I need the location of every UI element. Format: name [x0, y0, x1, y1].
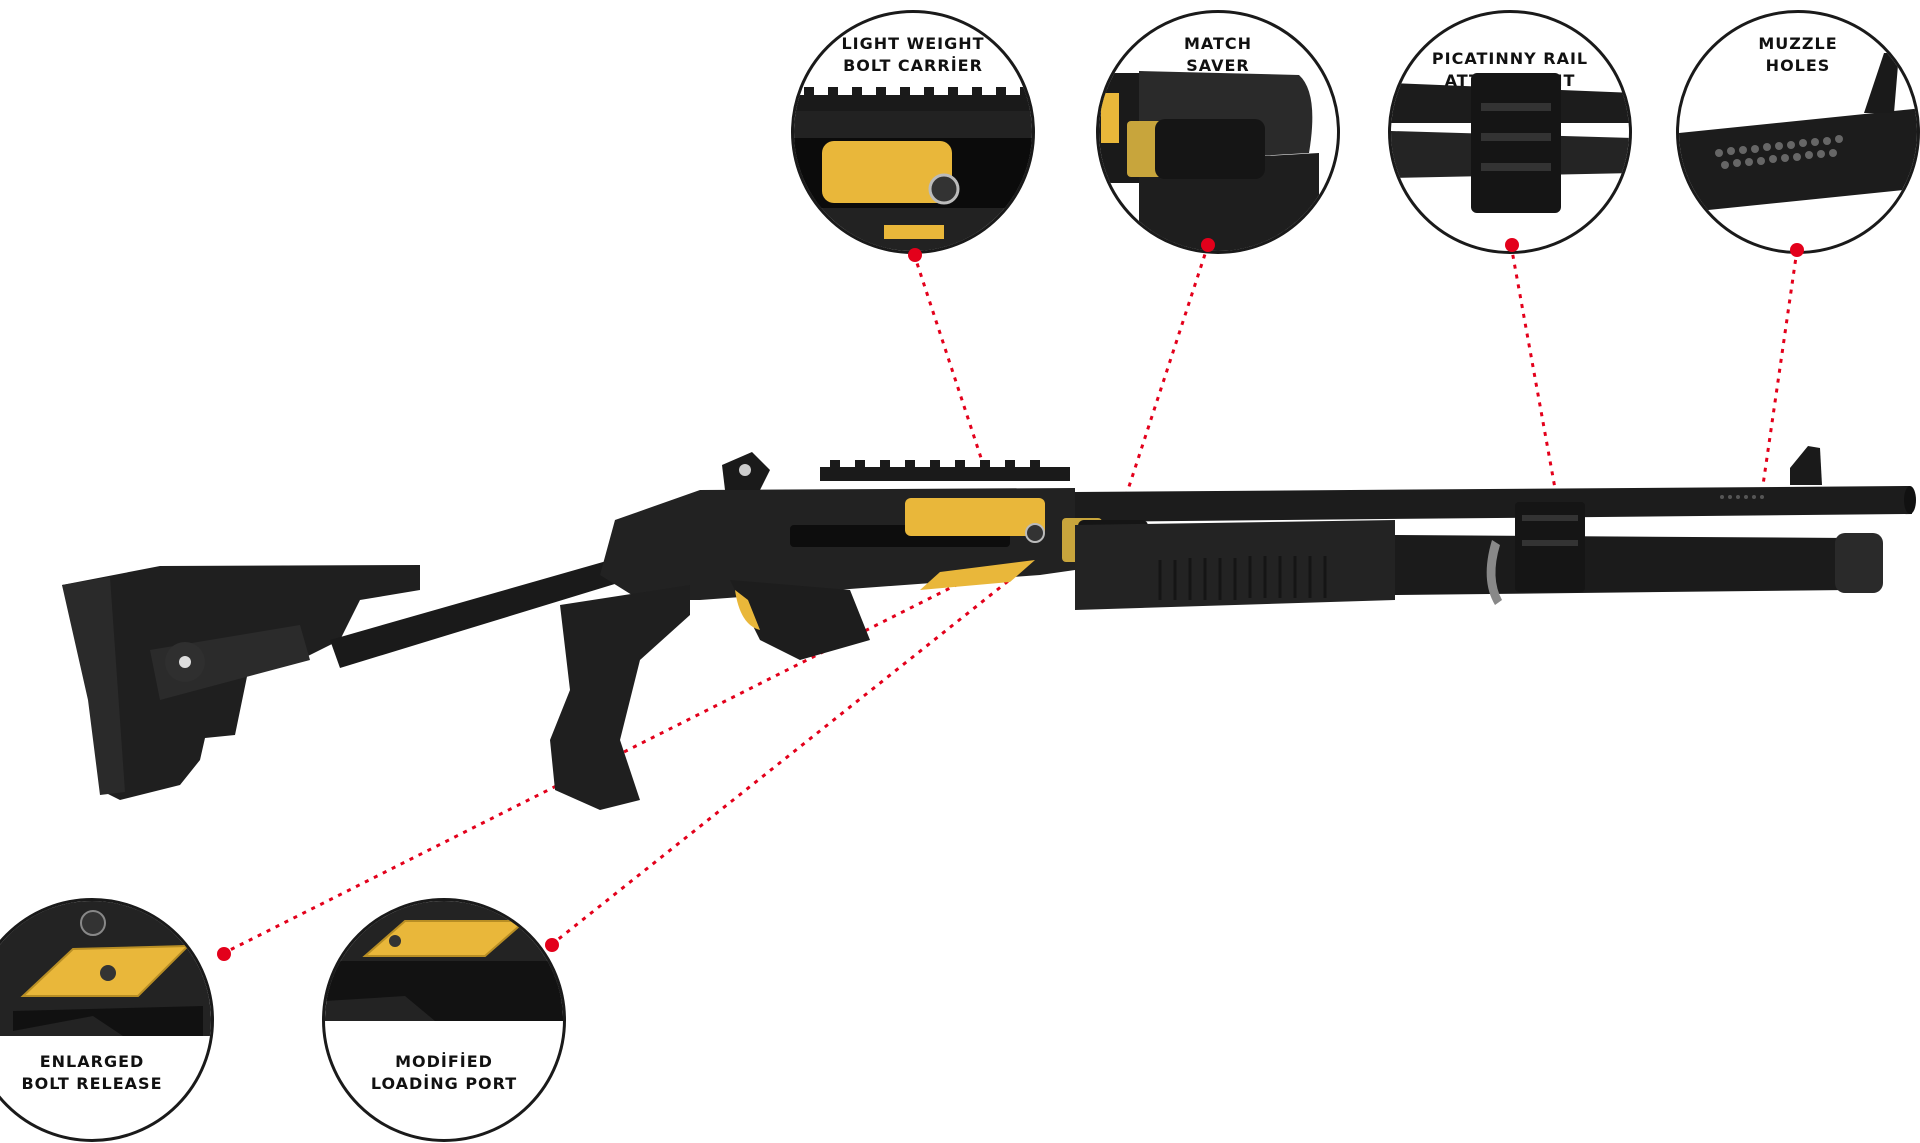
dot-muzzle	[1790, 243, 1804, 257]
leader-line-muzzle	[1760, 249, 1799, 493]
dot-match-saver	[1201, 238, 1215, 252]
leader-lines	[221, 244, 1799, 956]
dot-loading-port	[545, 938, 559, 952]
callout-bolt-release-line2: BOLT RELEASE	[21, 1074, 163, 1093]
dot-bolt-release	[217, 947, 231, 961]
callout-loading-port-line1: MODİFİED	[395, 1052, 493, 1071]
callout-bolt-carrier: LIGHT WEIGHT BOLT CARRİER	[791, 10, 1035, 254]
callout-bolt-release-label: ENLARGED BOLT RELEASE	[0, 1051, 211, 1095]
callout-bolt-carrier-line1: LIGHT WEIGHT	[841, 34, 985, 53]
leader-line-match-saver	[1120, 244, 1210, 509]
callout-bolt-release: ENLARGED BOLT RELEASE	[0, 898, 214, 1142]
callout-match-saver-line1: MATCH	[1183, 34, 1253, 53]
callout-bolt-release-image	[0, 901, 211, 1036]
barrel	[1075, 446, 1916, 522]
leader-line-bolt-release	[221, 566, 991, 956]
leader-line-bolt-carrier	[912, 253, 987, 471]
leader-line-loading-port	[550, 576, 1013, 947]
callout-bolt-carrier-image	[794, 87, 1032, 251]
callout-match-saver: MATCH SAVER	[1096, 10, 1340, 254]
callout-match-saver-label: MATCH SAVER	[1099, 33, 1337, 77]
trigger-group	[730, 580, 870, 660]
leader-line-picatinny	[1509, 244, 1560, 506]
callout-loading-port-line2: LOADİNG PORT	[370, 1074, 518, 1093]
callout-match-saver-image	[1099, 71, 1319, 251]
callout-bolt-carrier-label: LIGHT WEIGHT BOLT CARRİER	[794, 33, 1032, 77]
callout-bolt-carrier-line2: BOLT CARRİER	[843, 56, 983, 75]
callout-muzzle-image	[1679, 53, 1917, 213]
stock	[62, 565, 420, 800]
pistol-grip	[550, 585, 690, 810]
callout-loading-port: MODİFİED LOADİNG PORT	[322, 898, 566, 1142]
callout-loading-port-image	[325, 901, 563, 1021]
callout-bolt-release-line1: ENLARGED	[39, 1052, 145, 1071]
picatinny-clamp	[1486, 502, 1585, 605]
receiver	[600, 452, 1075, 600]
forend	[1075, 520, 1883, 610]
stock-tube	[330, 560, 618, 668]
callout-muzzle-label: MUZZLE HOLES	[1679, 33, 1917, 77]
callout-muzzle-line1: MUZZLE	[1758, 34, 1838, 53]
callout-match-saver-line2: SAVER	[1186, 56, 1250, 75]
callout-muzzle: MUZZLE HOLES	[1676, 10, 1920, 254]
callout-muzzle-line2: HOLES	[1765, 56, 1831, 75]
callout-loading-port-label: MODİFİED LOADİNG PORT	[325, 1051, 563, 1095]
callout-picatinny-line1: PICATINNY RAIL	[1431, 49, 1589, 68]
dot-bolt-carrier	[908, 248, 922, 262]
callout-picatinny-image	[1391, 73, 1629, 213]
callout-picatinny: PICATINNY RAIL ATTACHMENT	[1388, 10, 1632, 254]
muzzle-holes	[1715, 135, 1843, 169]
dot-picatinny	[1505, 238, 1519, 252]
